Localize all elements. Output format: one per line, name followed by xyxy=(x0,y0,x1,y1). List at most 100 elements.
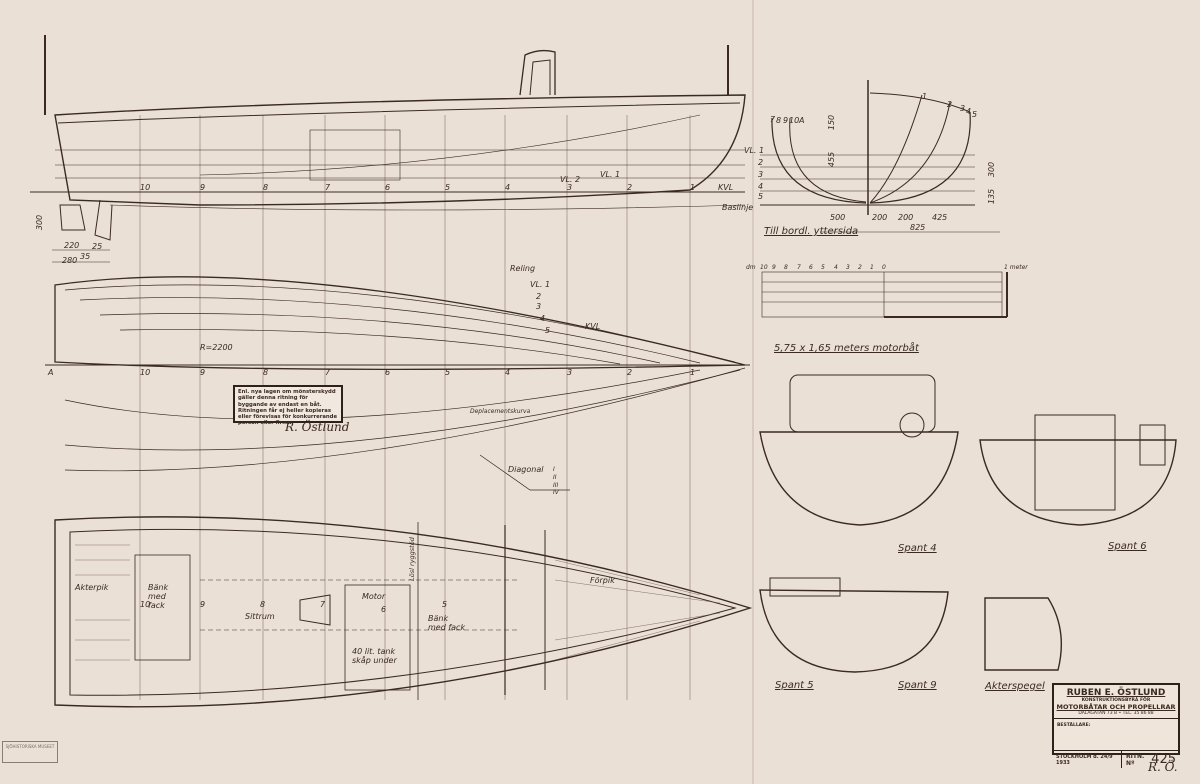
diagonals-view xyxy=(64,367,746,491)
deck-forpik: Förpik xyxy=(590,576,615,585)
diag-station-8: 8 xyxy=(263,368,269,377)
signature: R. Östlund xyxy=(285,420,350,434)
section-spant-9: Spant 9 xyxy=(898,680,937,691)
firm-name: RUBEN E. ÖSTLUND xyxy=(1066,688,1166,698)
profile-station-1: 1 xyxy=(690,183,696,192)
diag-station-2: 2 xyxy=(627,368,633,377)
diag-station-a: A xyxy=(48,368,54,377)
scale-bar xyxy=(761,271,1008,318)
hb-kvl-label: KVL xyxy=(585,322,601,331)
deck-station-7: 7 xyxy=(320,600,326,609)
frame-label-4: 4 xyxy=(966,107,972,116)
body-dim-300: 300 xyxy=(987,161,997,178)
section-spant-6: Spant 6 xyxy=(1108,541,1147,552)
profile-kvl-label: KVL xyxy=(718,183,734,192)
title-block: RUBEN E. ÖSTLUND KONSTRUKTIONSBYRÅ FÖR M… xyxy=(1052,683,1180,768)
archive-stamp-text: SJÖHISTORISKA MUSEET xyxy=(5,744,55,749)
diagonal-iv: IV xyxy=(553,489,559,496)
diag-station-6: 6 xyxy=(385,368,391,377)
radius-label: R=2200 xyxy=(200,343,233,352)
scale-tick-10: 10 xyxy=(760,264,768,271)
frame-label-8: 8 xyxy=(776,116,782,125)
body-vl5: 5 xyxy=(758,192,764,201)
archive-stamp: SJÖHISTORISKA MUSEET xyxy=(2,741,58,763)
body-dim-455: 455 xyxy=(827,151,837,168)
profile-station-4: 4 xyxy=(505,183,511,192)
frame-label-a: A xyxy=(799,116,805,125)
body-dim-150: 150 xyxy=(827,114,837,131)
body-dim-135: 135 xyxy=(987,188,997,205)
body-plan xyxy=(760,80,1000,233)
client-field: BESTÄLLARE: xyxy=(1054,719,1178,751)
hb-vl1-label: VL. 1 xyxy=(530,280,551,289)
body-dim-200b: 200 xyxy=(898,213,914,222)
drawing-number-field: RITN. Nº 425 xyxy=(1121,751,1178,768)
deck-station-8: 8 xyxy=(260,600,266,609)
diag-station-1: 1 xyxy=(690,368,696,377)
scale-tick-2: 2 xyxy=(858,264,862,271)
frame-label-10: 10 xyxy=(789,116,800,125)
scale-end-label: 1 meter xyxy=(1004,264,1028,271)
body-vl2: 2 xyxy=(758,158,764,167)
copyright-text: Enl. nya lagen om mönsterskydd gäller de… xyxy=(238,389,338,427)
profile-dim-25: 25 xyxy=(92,242,103,251)
profile-vl1-label: VL. 1 xyxy=(600,170,621,179)
deck-backrest: Lösl ryggstöd xyxy=(407,537,416,581)
deck-motor: Motor xyxy=(362,592,386,601)
deck-bank-aft: Bänk med fack xyxy=(148,583,169,610)
profile-station-7: 7 xyxy=(325,183,331,192)
profile-view xyxy=(30,35,746,263)
frame-label-7: 7 xyxy=(770,115,776,124)
frame-label-3: 3 xyxy=(960,104,966,113)
deck-station-10: 10 xyxy=(140,600,151,609)
baslinje-label: Baslinje xyxy=(722,203,754,212)
initials: R. Ö. xyxy=(1148,760,1178,774)
diag-station-5: 5 xyxy=(445,368,451,377)
firm-specialty: MOTORBÅTAR OCH PROPELLRAR xyxy=(1056,703,1176,711)
half-breadth-view xyxy=(45,276,750,370)
scale-unit: dm xyxy=(746,264,756,271)
section-drawings xyxy=(759,374,1177,673)
hb-4-label: 4 xyxy=(540,314,546,323)
client-label: BESTÄLLARE: xyxy=(1057,723,1091,728)
diag-station-9: 9 xyxy=(200,368,206,377)
drawing-title: 5,75 x 1,65 meters motorbåt xyxy=(774,343,919,354)
scale-tick-1: 1 xyxy=(870,264,874,271)
profile-dim-280: 280 xyxy=(62,256,78,265)
diag-station-4: 4 xyxy=(505,368,511,377)
deck-station-5: 5 xyxy=(442,600,448,609)
section-spant-4: Spant 4 xyxy=(898,543,937,554)
profile-station-8: 8 xyxy=(263,183,269,192)
scale-tick-4: 4 xyxy=(834,264,838,271)
scale-tick-6: 6 xyxy=(809,264,813,271)
deck-sittrum: Sittrum xyxy=(245,612,275,621)
profile-station-5: 5 xyxy=(445,183,451,192)
deck-tank: 40 lit. tank skåp under xyxy=(352,647,397,665)
firm-subtitle: KONSTRUKTIONSBYRÅ FÖR xyxy=(1081,698,1151,703)
body-dim-200a: 200 xyxy=(872,213,888,222)
deck-bank-fwd: Bänk med fack xyxy=(428,614,466,632)
section-akterspegel: Akterspegel xyxy=(985,681,1045,692)
frame-label-1: 1 xyxy=(922,92,928,101)
diagonal-i: I xyxy=(553,466,555,473)
profile-dim-35: 35 xyxy=(80,252,91,261)
section-spant-5: Spant 5 xyxy=(775,680,814,691)
frame-label-2: 2 xyxy=(947,100,953,109)
drawing-number-label: RITN. Nº xyxy=(1126,752,1145,767)
drawing-number: 425 xyxy=(1151,752,1176,767)
frame-label-9: 9 xyxy=(783,116,789,125)
place-date: STOCKHOLM d. 24/9 1933 xyxy=(1056,753,1113,766)
scale-tick-0: 0 xyxy=(882,264,886,271)
scale-tick-3: 3 xyxy=(846,264,850,271)
scale-tick-8: 8 xyxy=(784,264,788,271)
profile-vl2-label: VL. 2 xyxy=(560,175,581,184)
body-dim-500: 500 xyxy=(830,213,846,222)
hb-3-label: 3 xyxy=(536,302,542,311)
frame-label-5: 5 xyxy=(972,110,978,119)
copyright-stamp: Enl. nya lagen om mönsterskydd gäller de… xyxy=(233,385,343,427)
reling-label: Reling xyxy=(510,264,536,273)
date-number-row: STOCKHOLM d. 24/9 1933 RITN. Nº 425 xyxy=(1054,751,1178,768)
diagonal-iii: III xyxy=(553,482,559,489)
profile-station-2: 2 xyxy=(627,183,633,192)
